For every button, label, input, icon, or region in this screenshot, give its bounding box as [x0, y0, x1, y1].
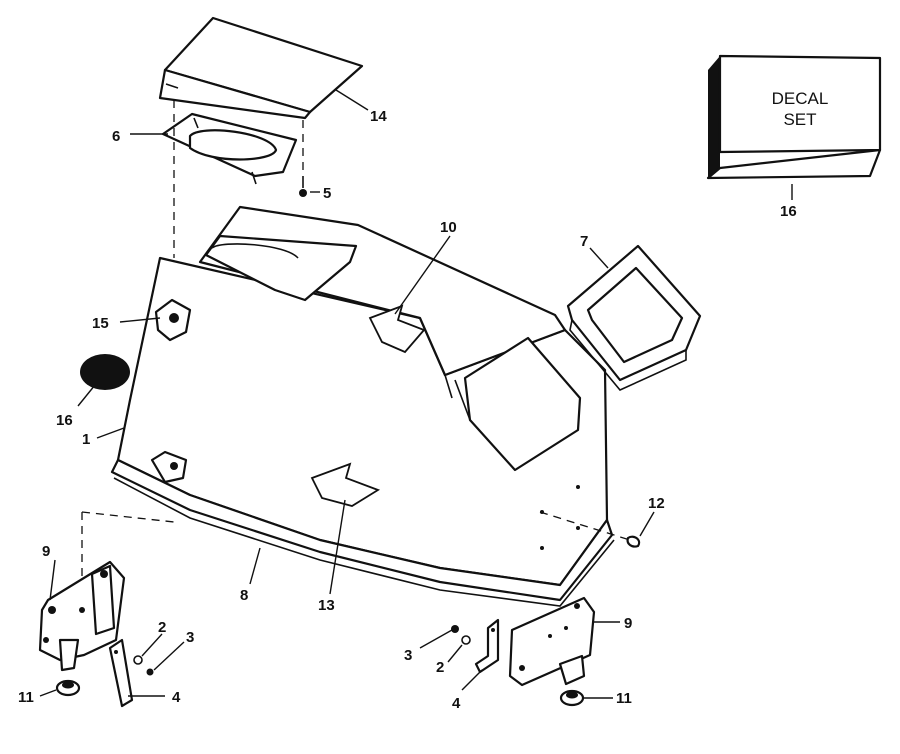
- callout-13: 13: [318, 597, 335, 614]
- part-4-strap-right: [474, 618, 500, 674]
- callout-3-left: 3: [186, 629, 194, 646]
- callout-4-left: 4: [172, 689, 181, 706]
- callout-14: 14: [370, 108, 387, 125]
- part-10-foam: [368, 304, 426, 354]
- part-9-bracket-right: [508, 596, 596, 687]
- part-1-motor-cover: [116, 205, 609, 587]
- washers-and-screws: [133, 535, 641, 676]
- part-4-strap-left: [108, 638, 134, 708]
- callout-2-right: 2: [436, 659, 444, 676]
- part-14-top-cover: [158, 16, 364, 120]
- part-7-window: [566, 244, 702, 391]
- part-9-bracket-left: [38, 560, 126, 672]
- callout-9-left: 9: [42, 543, 50, 560]
- dashed-assembly-lines: [81, 100, 631, 582]
- callout-16-left: 16: [56, 412, 73, 429]
- part-11-bushing-right: [559, 689, 585, 707]
- callout-11-left: 11: [18, 689, 34, 706]
- callout-15: 15: [92, 315, 109, 332]
- callout-11-right: 11: [616, 690, 632, 707]
- callout-12: 12: [648, 495, 665, 512]
- callout-8: 8: [240, 587, 248, 604]
- callout-4-right: 4: [452, 695, 461, 712]
- callout-9-right: 9: [624, 615, 632, 632]
- callout-2-left: 2: [158, 619, 166, 636]
- callout-16-right: 16: [780, 203, 797, 220]
- callout-1: 1: [82, 431, 90, 448]
- callout-7: 7: [580, 233, 588, 250]
- decal-set-line-1: DECAL: [772, 89, 829, 108]
- callout-10: 10: [440, 219, 457, 236]
- callout-6: 6: [112, 128, 120, 145]
- part-13-foam: [310, 462, 381, 507]
- callout-5: 5: [323, 185, 331, 202]
- part-11-bushing-left: [55, 679, 81, 697]
- leader-lines: [39, 89, 793, 699]
- part-6-intake-frame: [161, 112, 298, 185]
- decal-set-box: [706, 54, 882, 180]
- part-5-screw: [299, 176, 307, 197]
- decal-set-line-2: SET: [783, 110, 816, 129]
- part-16-decal-oval: [80, 354, 130, 390]
- callout-3-right: 3: [404, 647, 412, 664]
